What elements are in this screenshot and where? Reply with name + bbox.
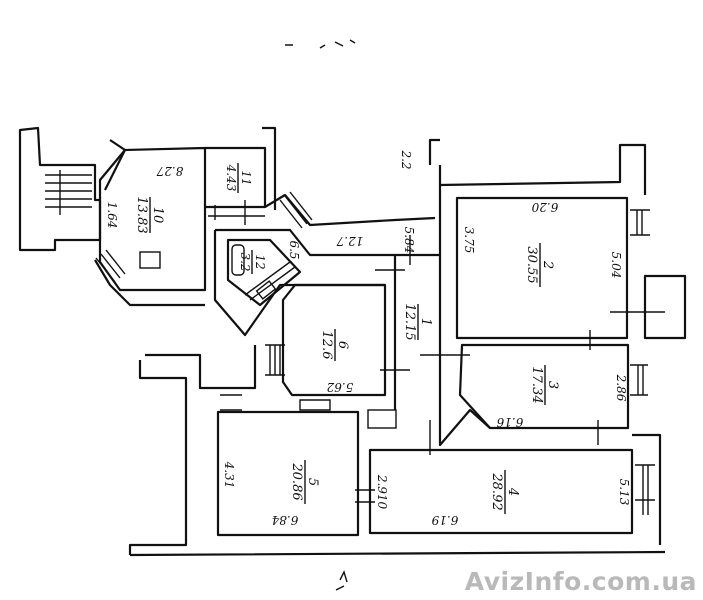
dim-label: 2.910 [375,474,389,510]
dim-label: 4.31 [222,461,236,489]
room-3-area: 17.34 [529,366,544,403]
walls [18,39,687,591]
dim-label: 2.86 [614,374,628,402]
room-12-number: 12 [253,254,267,269]
dim-label: 12.7 [336,234,363,248]
room-3-number: 3 [545,381,560,389]
dim-label: 6.16 [496,415,523,429]
room-10-number: 10 [150,207,165,224]
room-4-number: 4 [505,487,520,496]
dim-label: 3.75 [462,227,476,254]
dim-label: 2.2 [399,149,413,169]
room-11-number: 11 [239,170,253,185]
dim-label: 5.04 [609,252,623,279]
room-10-area: 13.83 [134,196,149,233]
room-1-number: 1 [418,318,433,326]
dim-label: 6.20 [531,200,558,214]
dim-label: 6.19 [431,513,458,527]
room-5-area: 20.86 [289,462,304,500]
room-5-number: 5 [305,478,320,486]
dim-label: 5.84 [402,227,416,254]
room-12-area: 3.2 [238,252,252,271]
room-11-area: 4.43 [224,164,238,192]
room-2-area: 30.55 [524,246,539,283]
dim-label: 1.64 [105,202,119,229]
dim-label: 8.27 [156,164,183,178]
room-4-area: 28.92 [489,472,504,510]
dim-label: 5.13 [617,479,631,506]
room-6-number: 6 [335,341,350,349]
dim-label: 6.84 [272,513,299,527]
dim-label: 6.5 [287,240,301,259]
room-6-area: 12.6 [319,331,334,360]
room-1-area: 12.15 [402,303,417,340]
watermark: AvizInfo.com.ua [464,567,697,596]
room-2-number: 2 [540,260,555,269]
dim-label: 5.62 [327,380,354,394]
dimension-labels: 8.27 1.64 6.20 3.75 5.04 2.86 6.16 5.13 … [105,149,631,527]
